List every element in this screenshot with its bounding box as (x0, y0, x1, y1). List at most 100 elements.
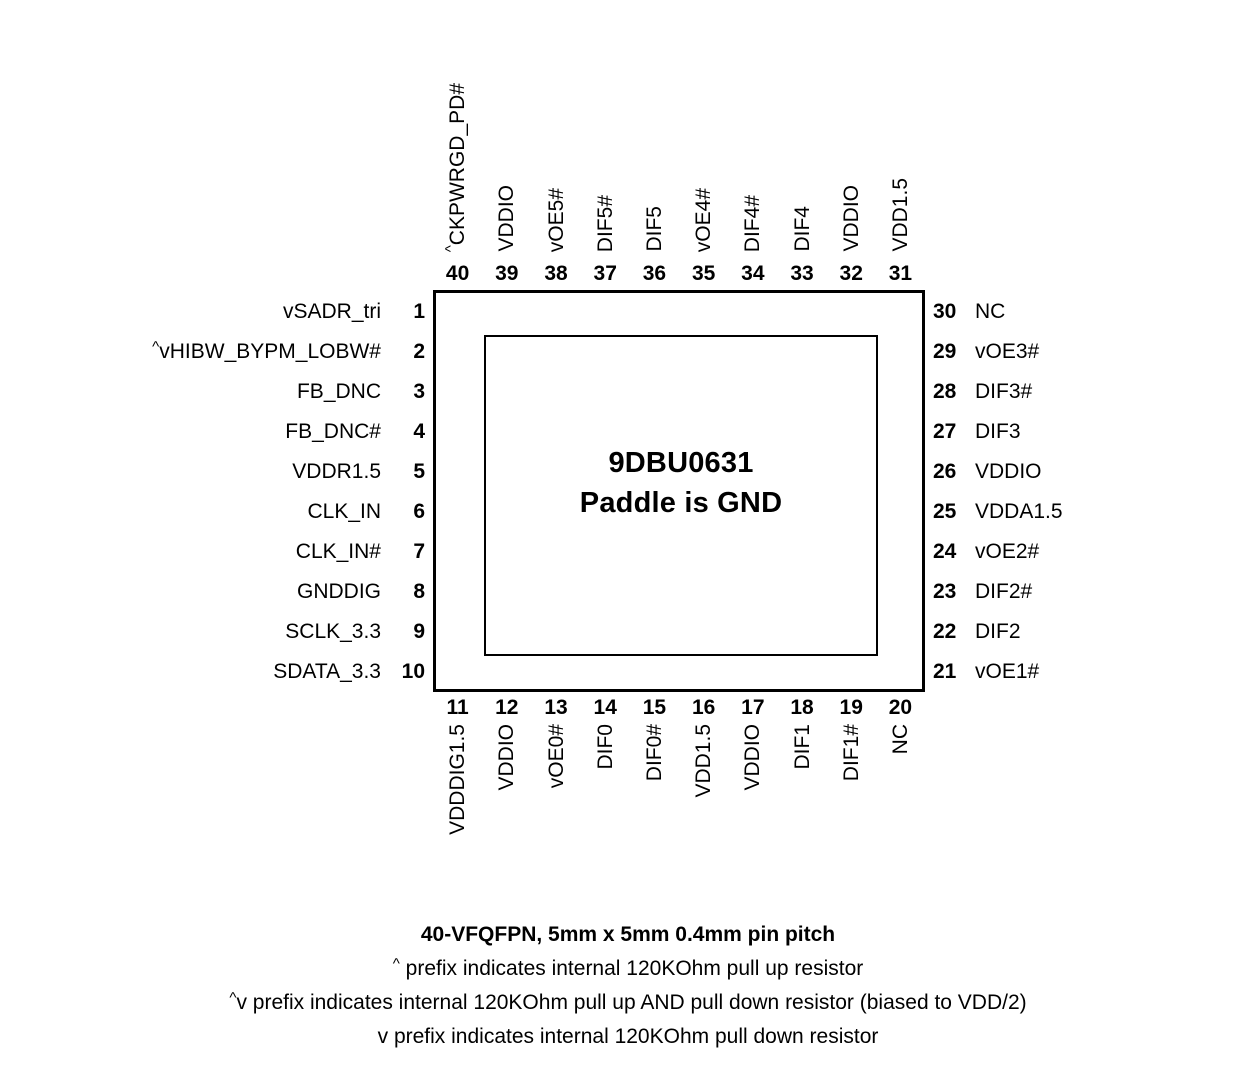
pin-number-40: 40 (445, 262, 470, 285)
footer-notes: 40-VFQFPN, 5mm x 5mm 0.4mm pin pitch ^ p… (0, 918, 1256, 1054)
pin-column-39: VDDIO 39 (482, 0, 531, 288)
left-pin-group: vSADR_tri 1 ^vHIBW_BYPM_LOBW# 2 FB_DNC 3… (0, 292, 428, 692)
pin-number-7: 7 (413, 540, 425, 563)
pin-row-9: SCLK_3.3 9 (0, 612, 428, 652)
pin-row-6: CLK_IN 6 (0, 492, 428, 532)
pin-row-26: 26 VDDIO (930, 452, 1256, 492)
pin-number-9: 9 (413, 620, 425, 643)
pin-label-text: CKPWRGD_PD# (446, 82, 470, 245)
pin-column-20: 20 NC (876, 696, 925, 1076)
pin-label-text: DIF5 (642, 206, 666, 252)
pin-column-17: 17 VDDIO (728, 696, 777, 1076)
pin-label-15: DIF0# (630, 724, 679, 787)
pin-label-text: DIF2# (975, 580, 1033, 603)
pin-label-17: VDDIO (728, 724, 777, 797)
pin-label-text: VDD1.5 (888, 178, 912, 252)
pin-number-15: 15 (642, 696, 667, 719)
chip-paddle-outline (484, 335, 878, 656)
pin-column-18: 18 DIF1 (777, 696, 826, 1076)
pin-label-text: vOE3# (975, 340, 1040, 363)
pin-label-32: VDDIO (827, 185, 876, 258)
pin-number-36: 36 (642, 262, 667, 285)
pin-label-14: DIF0 (581, 724, 630, 776)
pin-label-29: vOE3# (975, 340, 1039, 364)
pin-label-text: CLK_IN (307, 500, 381, 523)
prefix-marker-v: v (236, 991, 247, 1014)
pin-label-13: vOE0# (531, 724, 580, 794)
pin-number-3: 3 (413, 380, 425, 403)
pin-label-12: VDDIO (482, 724, 531, 797)
pin-number-6: 6 (413, 500, 425, 523)
pin-column-19: 19 DIF1# (827, 696, 876, 1076)
pin-label-text: GNDDIG (297, 580, 381, 603)
pin-row-25: 25 VDDA1.5 (930, 492, 1256, 532)
pin-label-5: VDDR1.5 (292, 460, 381, 484)
pin-label-text: NC (975, 300, 1006, 323)
pin-label-text: VDDIO (495, 185, 519, 252)
pin-number-22: 22 (933, 620, 957, 643)
pin-label-40: ^CKPWRGD_PD# (433, 83, 482, 258)
pin-number-21: 21 (933, 660, 957, 683)
pin-column-14: 14 DIF0 (581, 696, 630, 1076)
pin-number-27: 27 (933, 420, 957, 443)
pin-number-12: 12 (495, 696, 519, 719)
pin-label-text: DIF0 (593, 724, 617, 770)
pin-row-2: ^vHIBW_BYPM_LOBW# 2 (0, 332, 428, 372)
note-pulldown: v prefix indicates internal 120KOhm pull… (377, 1025, 879, 1048)
pin-label-text: vOE0# (544, 724, 568, 789)
pin-column-34: DIF4# 34 (728, 0, 777, 288)
pin-number-37: 37 (593, 262, 617, 285)
pin-number-10: 10 (401, 660, 425, 683)
pin-label-38: vOE5# (531, 188, 580, 258)
pin-label-8: GNDDIG (297, 580, 381, 604)
pin-number-16: 16 (691, 696, 716, 719)
pin-label-text: VDDIO (495, 724, 519, 791)
pin-label-text: SCLK_3.3 (285, 620, 381, 643)
pin-label-34: DIF4# (728, 195, 777, 258)
pin-label-10: SDATA_3.3 (273, 660, 381, 684)
note-pullup: ^ prefix indicates internal 120KOhm pull… (0, 952, 1256, 986)
pin-column-31: VDD1.5 31 (876, 0, 925, 288)
note-package: 40-VFQFPN, 5mm x 5mm 0.4mm pin pitch (420, 923, 836, 946)
pin-number-24: 24 (933, 540, 957, 563)
pin-label-22: DIF2 (975, 620, 1021, 644)
pin-label-7: CLK_IN# (296, 540, 381, 564)
pin-row-4: FB_DNC# 4 (0, 412, 428, 452)
pin-row-8: GNDDIG 8 (0, 572, 428, 612)
pin-label-20: NC (876, 724, 925, 760)
prefix-marker: ^ (229, 989, 237, 1007)
pin-label-text: CLK_IN# (295, 540, 381, 563)
pin-label-6: CLK_IN (307, 500, 381, 524)
pin-label-text: VDDIO (839, 185, 863, 252)
pin-label-18: DIF1 (777, 724, 826, 776)
pin-number-25: 25 (933, 500, 957, 523)
pin-row-23: 23 DIF2# (930, 572, 1256, 612)
pin-label-text: VDDIO (975, 460, 1042, 483)
pin-row-10: SDATA_3.3 10 (0, 652, 428, 692)
pin-label-37: DIF5# (581, 195, 630, 258)
pin-row-1: vSADR_tri 1 (0, 292, 428, 332)
pin-label-text: VDDIO (741, 724, 765, 791)
pin-column-16: 16 VDD1.5 (679, 696, 728, 1076)
pin-number-8: 8 (413, 580, 425, 603)
right-pin-group: 30 NC 29 vOE3# 28 DIF3# 27 DIF3 26 VDDIO… (930, 292, 1256, 692)
pin-label-19: DIF1# (827, 724, 876, 787)
prefix-marker: ^ (152, 338, 160, 356)
pin-label-2: ^vHIBW_BYPM_LOBW# (152, 340, 381, 364)
pin-label-text: FB_DNC (296, 380, 381, 403)
pin-column-11: 11 VDDDIG1.5 (433, 696, 482, 1076)
pin-label-text: VDDR1.5 (292, 460, 381, 483)
pin-label-35: vOE4# (679, 188, 728, 258)
pin-label-text: DIF4 (790, 206, 814, 252)
pin-column-15: 15 DIF0# (630, 696, 679, 1076)
pin-number-5: 5 (413, 460, 425, 483)
pin-column-40: ^CKPWRGD_PD# 40 (433, 0, 482, 288)
pin-label-33: DIF4 (777, 206, 826, 258)
pin-number-33: 33 (790, 262, 814, 285)
top-pin-group: ^CKPWRGD_PD# 40 VDDIO 39 vOE5# 38 DIF5# … (433, 0, 925, 288)
pin-label-text: DIF2 (975, 620, 1021, 643)
pin-number-26: 26 (933, 460, 957, 483)
pin-number-29: 29 (933, 340, 957, 363)
chip-paddle-note: Paddle is GND (579, 487, 783, 519)
